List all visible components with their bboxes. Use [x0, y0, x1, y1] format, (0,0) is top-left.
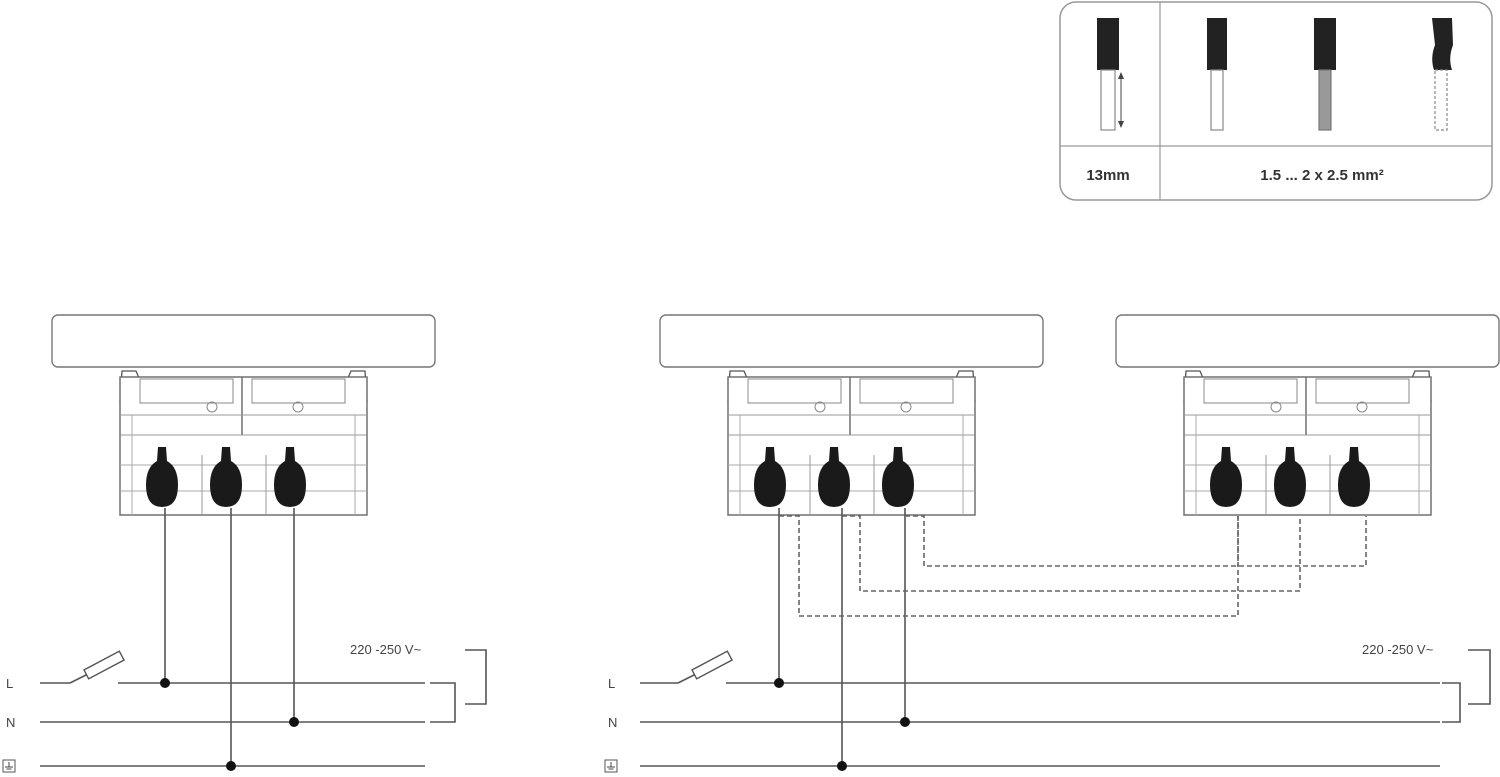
socket-outlet-single	[51, 314, 436, 516]
stranded-wire-icon	[1432, 18, 1453, 131]
neutral-terminal-label: N	[6, 715, 15, 730]
fuse-icon	[691, 650, 733, 680]
line-terminal-label: L	[608, 676, 615, 691]
supply-voltage-label: 220 -250 V~	[350, 642, 422, 657]
neutral-terminal-label: N	[608, 715, 617, 730]
socket-outlet-main	[659, 314, 1044, 516]
strip-length-label: 13mm	[1086, 167, 1129, 184]
cross-section-label: 1.5 ... 2 x 2.5 mm²	[1260, 167, 1383, 184]
supply-voltage-label: 220 -250 V~	[1362, 642, 1434, 657]
left-circuit: 220 -250 V~ L N	[2, 508, 487, 773]
fuse-icon	[83, 650, 125, 680]
earth-ground-icon	[604, 759, 618, 773]
earth-ground-icon	[2, 759, 16, 773]
wire-spec-table: 13mm 1.5 ... 2 x 2.5 mm²	[1059, 1, 1493, 201]
ferrule-wire-icon	[1314, 18, 1336, 131]
stripped-wire-icon	[1097, 18, 1124, 131]
line-terminal-label: L	[6, 676, 13, 691]
solid-wire-icon	[1207, 18, 1227, 131]
right-circuit: 220 -250 V~ L N	[604, 508, 1491, 773]
socket-outlet-extension	[1115, 314, 1500, 516]
